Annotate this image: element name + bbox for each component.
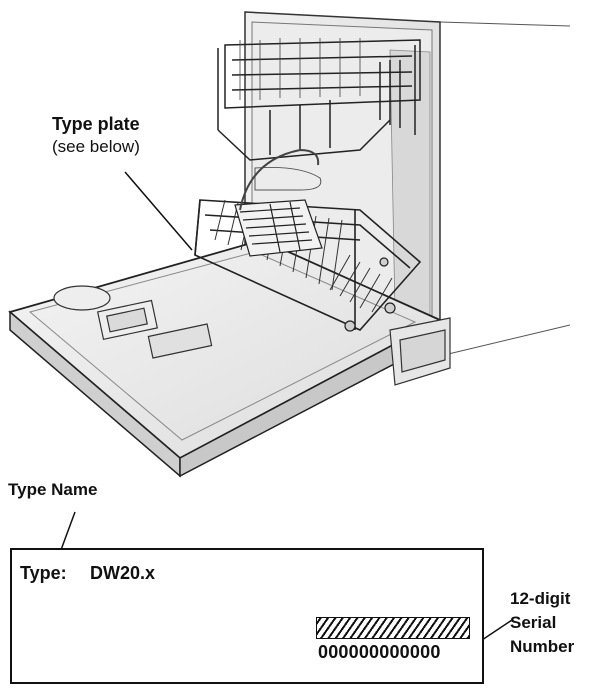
serial-callout-line-1: 12-digit — [510, 589, 571, 608]
type-plate-pointer-line — [124, 171, 193, 251]
serial-number-callout: 12-digit Serial Number — [510, 587, 574, 659]
basket-handle — [239, 148, 320, 211]
type-plate-type-value: DW20.x — [90, 563, 156, 583]
upper-rack — [217, 39, 421, 161]
serial-number-value: 000000000000 — [318, 642, 441, 662]
type-plate-callout-subtitle: (see below) — [52, 137, 140, 156]
cutlery-basket — [234, 199, 323, 257]
door-details — [53, 285, 213, 359]
upper-rack-fill — [239, 38, 361, 100]
serial-callout-line-3: Number — [510, 637, 575, 656]
door — [8, 239, 443, 478]
spray-arm — [254, 166, 322, 191]
type-plate-type-prefix: Type: — [20, 563, 67, 583]
barcode-hatched-icon — [316, 617, 470, 639]
type-plate-callout-title: Type plate — [52, 114, 140, 134]
serial-callout-line-2: Serial — [510, 613, 557, 632]
rack-wheels — [344, 257, 396, 332]
base — [389, 317, 451, 386]
type-name-callout: Type Name — [8, 480, 98, 499]
type-plate-diagram — [10, 548, 484, 684]
cabinet-outline — [439, 21, 571, 357]
